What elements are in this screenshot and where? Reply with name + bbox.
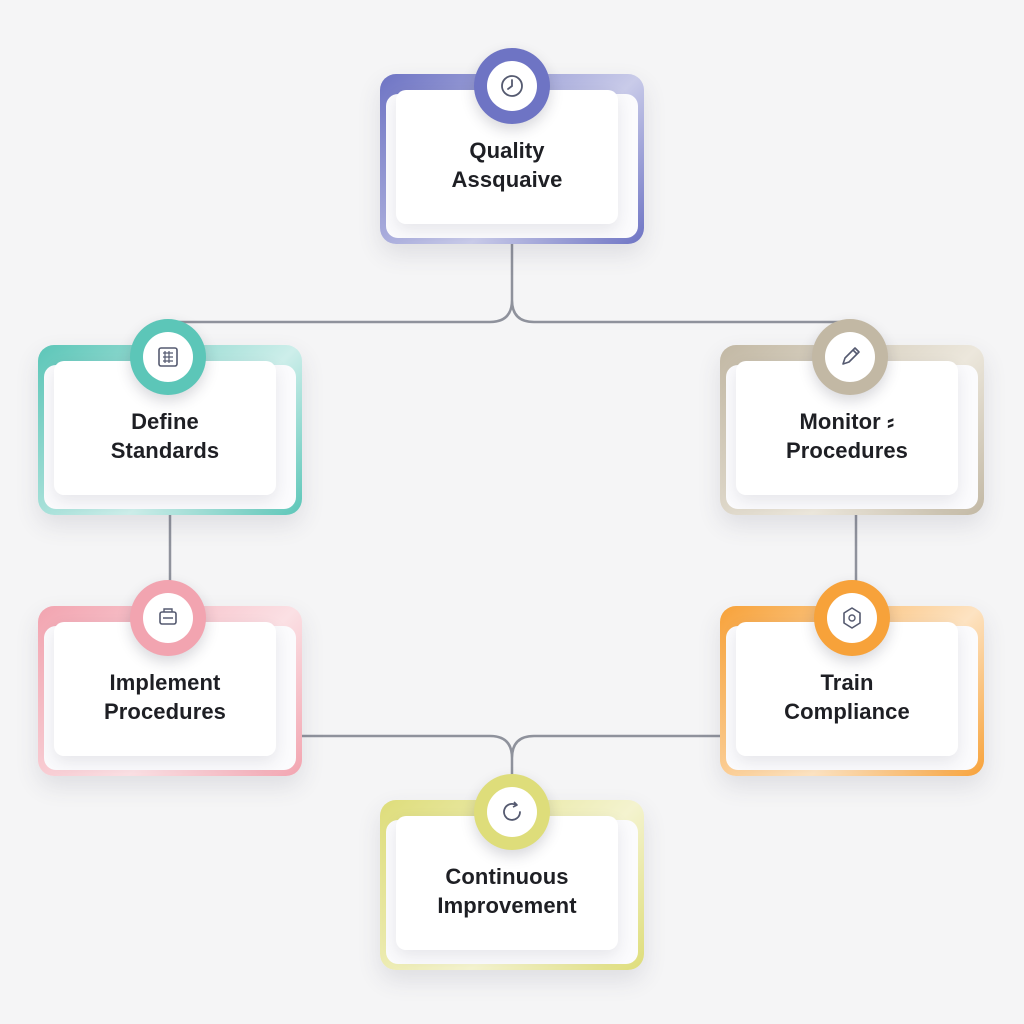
label-line-1: Continuous [445,864,569,889]
cycle-icon [503,801,521,821]
hexagon-icon [843,607,861,629]
label-line-2: Procedures [785,438,909,463]
label-line-1: Train [820,670,874,695]
node-label: Continuous Improvement [437,862,576,920]
tools-icon [159,608,177,625]
grid-icon [158,347,178,367]
node-label: Define Standards [111,407,219,465]
label-line-2: Standards [110,438,220,463]
pencil-icon [842,347,860,365]
node-badge [474,48,550,124]
node-label: Quality Assquaive [452,136,563,194]
connector-quality-split [170,240,855,324]
node-badge [130,580,206,656]
node-badge [474,774,550,850]
node-label: Monitor ⸗ Procedures [786,407,908,465]
node-badge [814,580,890,656]
node-define-standards: Define Standards [38,319,302,515]
node-train-compliance: Train Compliance [720,580,984,776]
label-line-2: Procedures [103,699,227,724]
node-label: Train Compliance [784,668,910,726]
label-line-2: Compliance [784,699,910,724]
node-continuous-improvement: Continuous Improvement [380,774,644,970]
node-badge [812,319,888,395]
label-line-1: Quality [469,138,545,163]
connector-bottom-merge [302,734,722,790]
clock-icon [501,75,523,97]
label-line-1: Implement [109,670,221,695]
node-monitor-procedures: Monitor ⸗ Procedures [720,319,984,515]
label-line-2: Improvement [437,893,577,918]
label-line-2: Assquaive [451,167,563,192]
node-quality: Quality Assquaive [380,48,644,244]
node-label: Implement Procedures [104,668,226,726]
label-line-1: Define [131,409,199,434]
node-implement-procedures: Implement Procedures [38,580,302,776]
label-line-1: Monitor ⸗ [799,409,895,434]
node-badge [130,319,206,395]
